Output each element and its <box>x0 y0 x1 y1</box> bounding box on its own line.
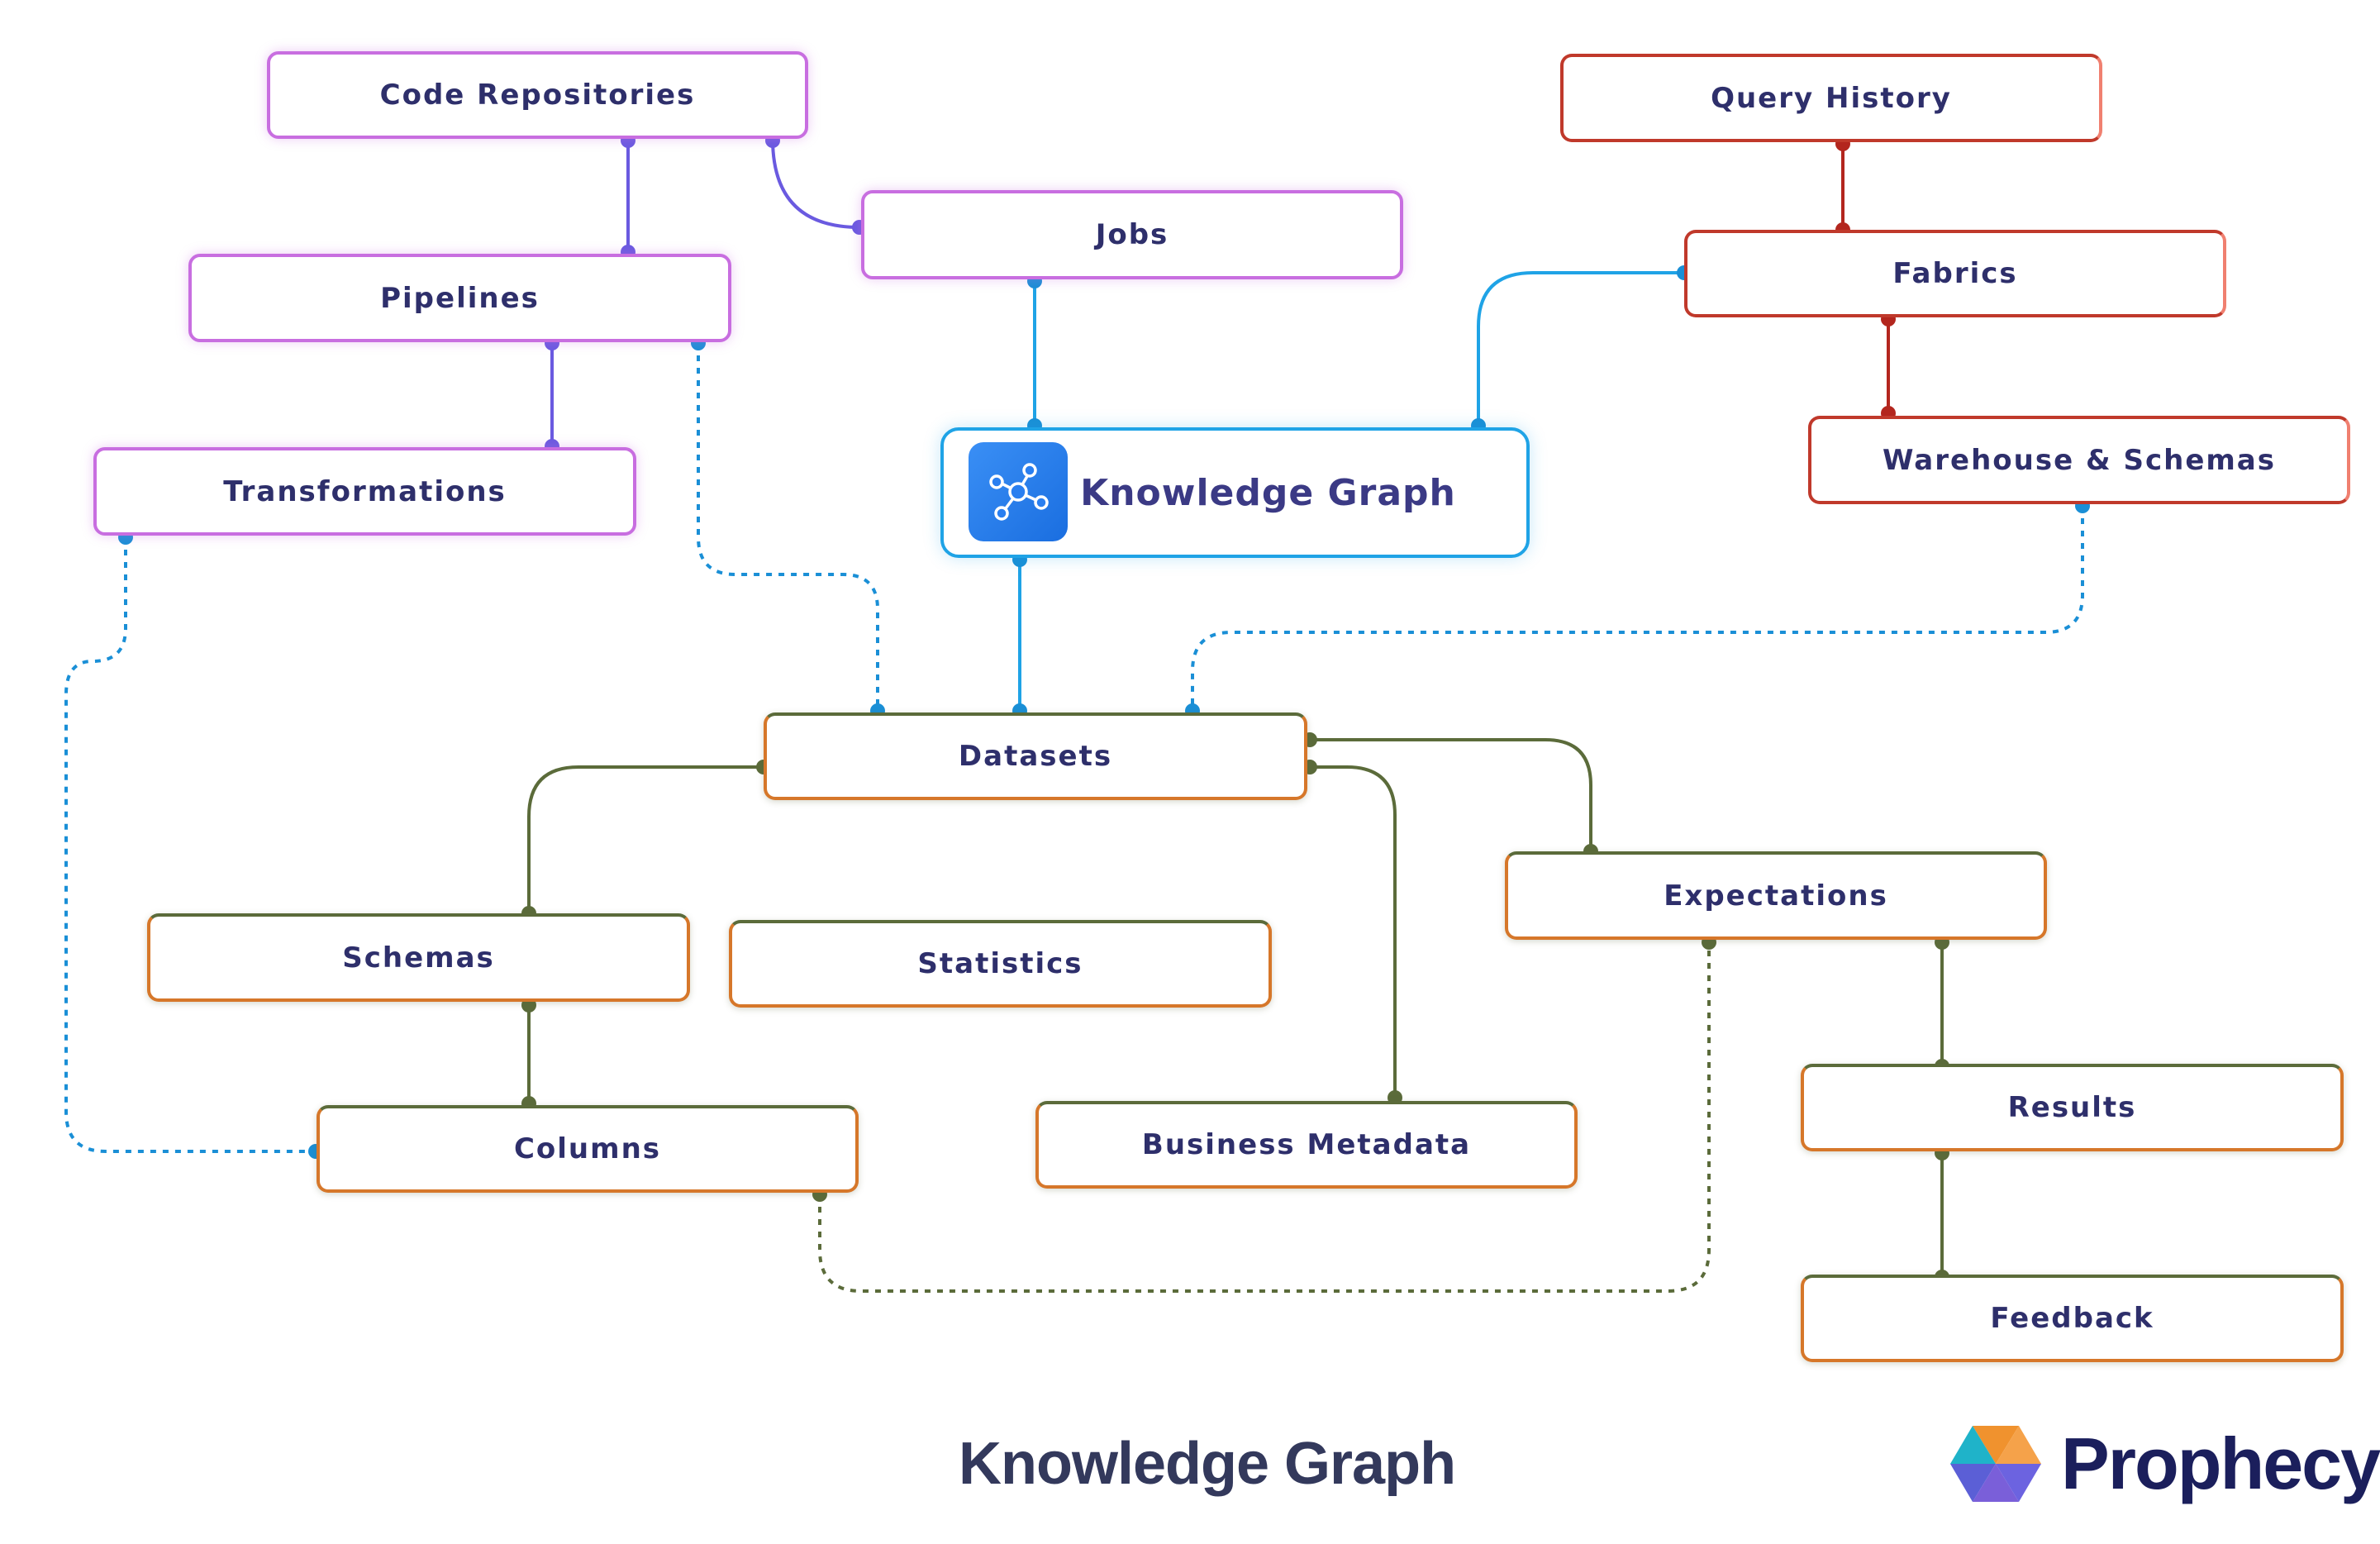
node-label: Business Metadata <box>1141 1128 1472 1161</box>
node-label: Results <box>2007 1091 2137 1124</box>
node-label: Pipelines <box>380 281 540 315</box>
node-code-repositories[interactable]: Code Repositories <box>267 51 808 139</box>
node-warehouse-schemas[interactable]: Warehouse & Schemas <box>1808 416 2350 504</box>
node-label: Statistics <box>917 947 1083 980</box>
edge-coderepos-jobs <box>771 138 860 229</box>
node-label: Query History <box>1711 81 1952 115</box>
edge-datasets-businessmeta <box>1310 765 1397 1098</box>
brand-logo: Prophecy <box>1950 1422 2380 1506</box>
diagram-caption: Knowledge Graph <box>959 1431 1456 1497</box>
node-business-metadata[interactable]: Business Metadata <box>1035 1101 1578 1189</box>
connector-dots-olive <box>521 732 1949 1284</box>
node-label: Feedback <box>1990 1302 2154 1335</box>
edge-dotted-transformations-columns <box>64 537 316 1153</box>
edge-kg-fabrics <box>1477 271 1684 426</box>
node-fabrics[interactable]: Fabrics <box>1684 230 2226 317</box>
node-query-history[interactable]: Query History <box>1560 54 2102 142</box>
node-results[interactable]: Results <box>1801 1064 2344 1151</box>
node-expectations[interactable]: Expectations <box>1505 851 2047 940</box>
edge-dotted-pipelines-datasets <box>697 343 879 711</box>
graph-network-icon <box>969 442 1068 541</box>
node-label: Expectations <box>1664 879 1888 913</box>
node-pipelines[interactable]: Pipelines <box>188 254 731 342</box>
edge-dotted-columns-expectations <box>818 942 1711 1293</box>
node-label: Columns <box>513 1132 662 1165</box>
node-jobs[interactable]: Jobs <box>861 190 1403 279</box>
node-label: Warehouse & Schemas <box>1883 443 2276 477</box>
node-label: Fabrics <box>1892 257 2018 290</box>
node-datasets[interactable]: Datasets <box>764 712 1307 800</box>
node-label: Datasets <box>958 740 1113 773</box>
prophecy-logo-icon <box>1950 1426 2041 1502</box>
brand-name: Prophecy <box>2061 1422 2380 1504</box>
node-label: Jobs <box>1095 218 1169 251</box>
node-columns[interactable]: Columns <box>317 1105 859 1193</box>
node-statistics[interactable]: Statistics <box>729 920 1272 1008</box>
node-label: Schemas <box>342 941 495 975</box>
edge-datasets-schemas <box>527 765 764 913</box>
node-label: Knowledge Graph <box>1080 471 1456 514</box>
edge-datasets-expectations <box>1310 738 1592 851</box>
node-label: Code Repositories <box>379 79 696 112</box>
node-schemas[interactable]: Schemas <box>147 913 690 1002</box>
node-knowledge-graph[interactable]: Knowledge Graph <box>940 427 1530 558</box>
node-label: Transformations <box>223 474 507 508</box>
node-feedback[interactable]: Feedback <box>1801 1275 2344 1362</box>
node-transformations[interactable]: Transformations <box>93 447 636 536</box>
edge-dotted-warehouse-datasets <box>1191 506 2084 711</box>
